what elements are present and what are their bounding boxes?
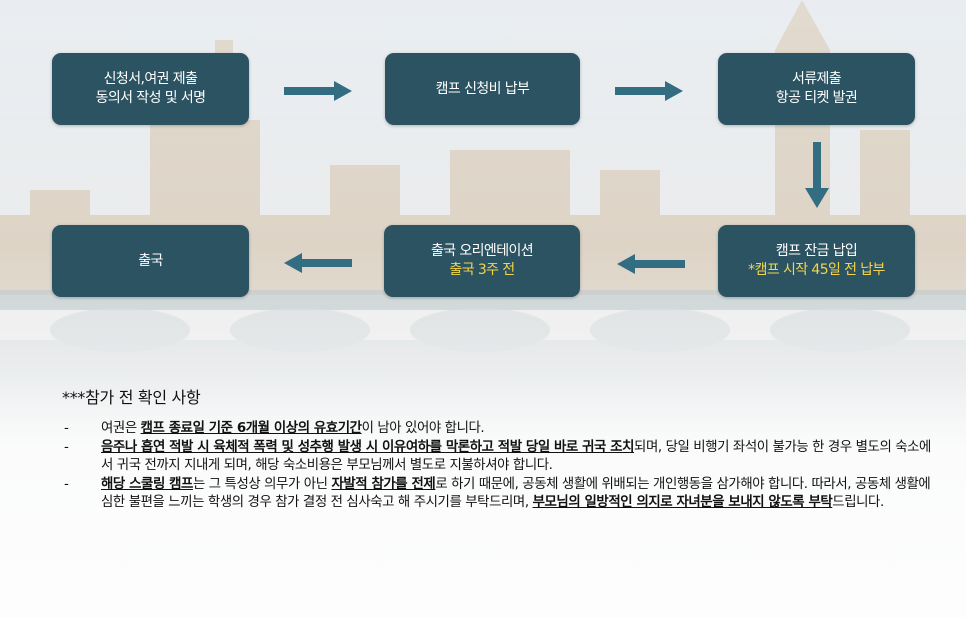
note-item: - 해당 스쿨링 캠프는 그 특성상 의무가 아닌 자발적 참가를 전제로 하기…	[62, 476, 942, 513]
step-label: 동의서 작성 및 서명	[95, 90, 206, 106]
step-submit-application: 신청서,여권 제출 동의서 작성 및 서명	[52, 53, 249, 125]
step-label: 캠프 잔금 납입	[775, 243, 858, 259]
step-label: 출국	[138, 252, 163, 269]
step-note: *캠프 시작 45일 전 납부	[748, 262, 885, 278]
step-documents-flight-ticket: 서류제출 항공 티켓 발권	[718, 53, 915, 125]
note-emphasis: 해당 스쿨링 캠프	[101, 476, 193, 492]
arrow-left-icon	[617, 254, 685, 274]
step-label: 캠프 신청비 납부	[435, 80, 530, 97]
step-departure: 출국	[52, 225, 249, 297]
step-label: 서류제출	[791, 71, 842, 87]
step-label: 출국 오리엔테이션	[430, 243, 534, 259]
step-note: 출국 3주 전	[449, 262, 515, 278]
note-emphasis: 음주나 흡연 적발 시 육체적 폭력 및 성추행 발생 시 이유여하를 막론하고…	[101, 439, 635, 455]
arrow-right-icon	[284, 81, 352, 101]
note-text: 드립니다.	[832, 495, 884, 510]
note-emphasis: 자발적 참가를 전제	[331, 476, 436, 492]
note-text: 이 남아 있어야 합니다.	[361, 421, 485, 436]
step-label: 신청서,여권 제출	[103, 71, 198, 87]
notes-title: ***참가 전 확인 사항	[62, 388, 201, 407]
note-text: 로 하기 때문에, 공동체 생활에 위배되는 개인행동을 삼가해야 합니다. 따…	[101, 476, 931, 511]
note-text: 는 그 특성상 의무가 아닌	[192, 476, 332, 492]
arrow-left-icon	[284, 253, 352, 273]
step-label: 항공 티켓 발권	[775, 90, 858, 106]
pre-participation-notes: ***참가 전 확인 사항 - 여권은 캠프 종료일 기준 6개월 이상의 유효…	[62, 384, 942, 513]
note-text: 되며, 당일 비행기 좌석이 불가능 한 경우 별도의 숙소에서 귀국 전까지 …	[101, 439, 931, 474]
note-emphasis: 부모님의 일방적인 의지로 자녀분을 보내지 않도록 부탁	[532, 495, 833, 510]
step-departure-orientation: 출국 오리엔테이션 출국 3주 전	[384, 225, 580, 297]
bullet-dash: -	[64, 439, 69, 455]
step-pay-application-fee: 캠프 신청비 납부	[385, 53, 580, 125]
arrow-right-icon	[615, 81, 683, 101]
note-item: - 여권은 캠프 종료일 기준 6개월 이상의 유효기간이 남아 있어야 합니다…	[62, 420, 942, 439]
bullet-dash: -	[64, 421, 69, 436]
note-item: - 음주나 흡연 적발 시 육체적 폭력 및 성추행 발생 시 이유여하를 막론…	[62, 439, 942, 476]
arrow-down-icon	[805, 142, 829, 208]
bullet-dash: -	[64, 476, 69, 492]
step-pay-balance: 캠프 잔금 납입 *캠프 시작 45일 전 납부	[718, 225, 915, 297]
note-emphasis: 캠프 종료일 기준 6개월 이상의 유효기간	[140, 421, 362, 436]
note-text: 여권은	[101, 421, 141, 436]
